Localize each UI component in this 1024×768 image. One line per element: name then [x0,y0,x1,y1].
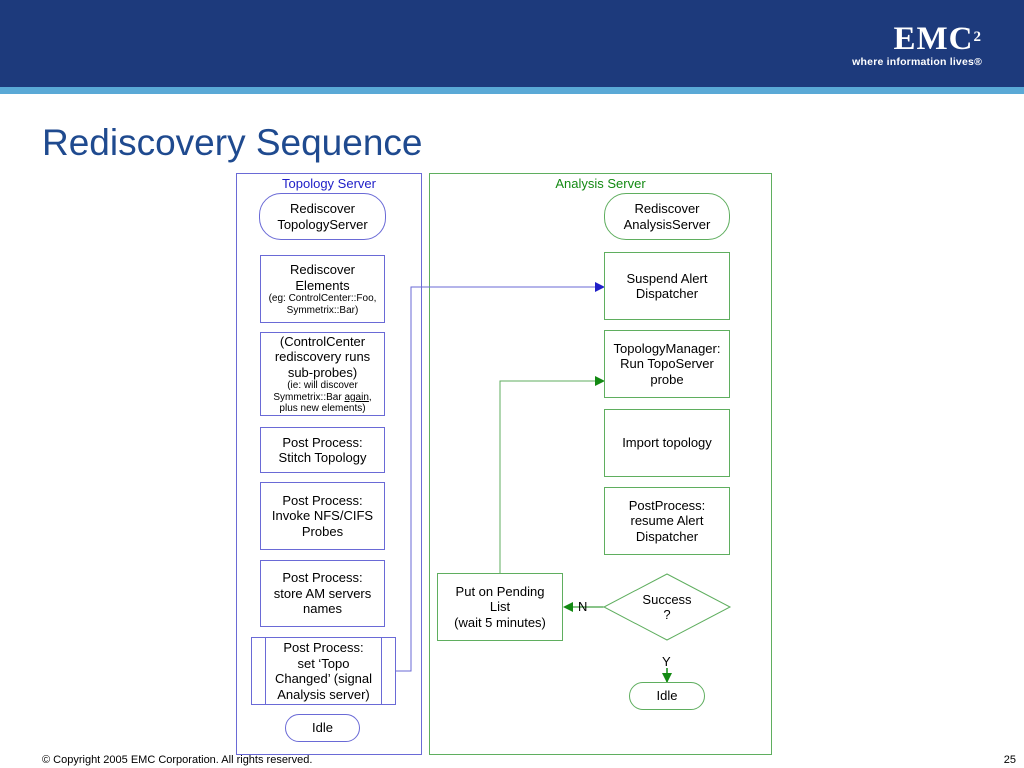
page-number: 25 [1003,754,1016,766]
node-store-am-servers: Post Process: store AM servers names [260,560,385,627]
success-decision-label: Success ? [642,591,692,623]
lane-topology-title: Topology Server [282,176,376,191]
logo-tagline: where information lives® [852,56,982,68]
node-import-topology: Import topology [604,409,730,477]
node-set-topo-changed: Post Process: set ‘Topo Changed’ (signal… [251,637,396,705]
lane-analysis-server [429,173,772,755]
lane-topology-server [236,173,422,755]
label-yes: Y [662,654,671,669]
node-stitch-topology: Post Process: Stitch Topology [260,427,385,473]
node-put-on-pending-list: Put on Pending List (wait 5 minutes) [437,573,563,641]
copyright-notice: © Copyright 2005 EMC Corporation. All ri… [42,754,313,766]
logo-word: EMC2 [893,21,982,57]
node-topology-idle: Idle [285,714,360,742]
header-bar [0,0,1024,87]
node-invoke-nfs-cifs: Post Process: Invoke NFS/CIFS Probes [260,482,385,550]
retry-connector [499,376,605,573]
node-resume-alert-dispatcher: PostProcess: resume Alert Dispatcher [604,487,730,555]
lane-analysis-title: Analysis Server [555,176,646,191]
node-rediscover-topologyserver: Rediscover TopologyServer [259,193,386,240]
label-no: N [578,599,588,614]
signal-connector [396,282,605,672]
node-suspend-alert-dispatcher: Suspend Alert Dispatcher [604,252,730,320]
node-rediscover-analysisserver: Rediscover AnalysisServer [604,193,730,240]
node-rediscover-elements: Rediscover Elements (eg: ControlCenter::… [260,255,385,323]
success-diamond [602,573,732,641]
header-stripe [0,87,1024,94]
node-controlcenter-rediscovery: (ControlCenter rediscovery runs sub-prob… [260,332,385,416]
node-analysis-idle: Idle [629,682,705,710]
slide-title: Rediscovery Sequence [42,122,423,163]
emc-logo: EMC2 where information lives® [852,22,982,68]
node-run-toposerver-probe: TopologyManager: Run TopoServer probe [604,330,730,398]
